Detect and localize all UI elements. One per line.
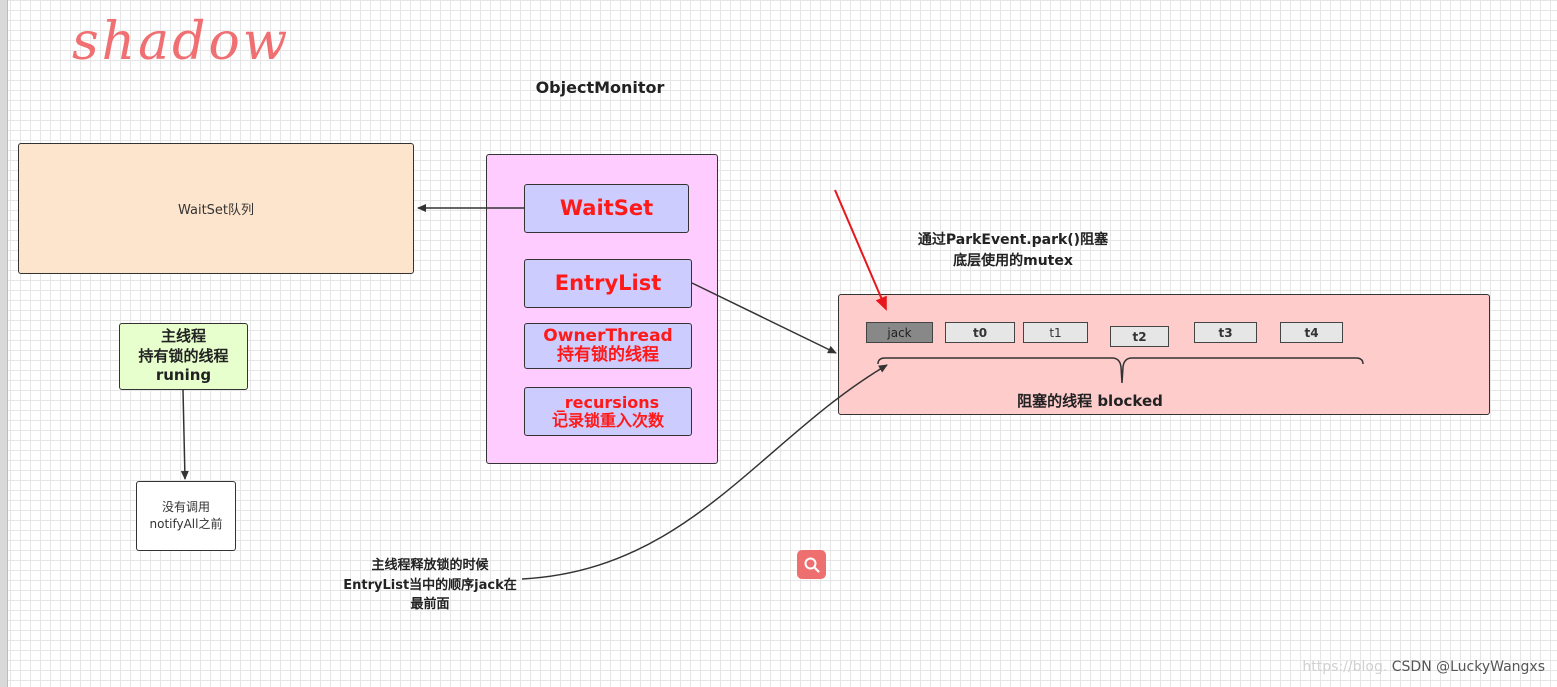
recursions-label: _recursions (556, 392, 660, 412)
thread-cell-t0: t0 (945, 322, 1015, 343)
owner-thread-desc: 持有锁的线程 (557, 345, 659, 365)
entrylist-arrow (691, 282, 837, 354)
release-note-line1: 主线程释放锁的时候 (371, 558, 489, 573)
waitset-queue-box: WaitSet队列 (18, 143, 414, 274)
park-note-line1: 通过ParkEvent.park()阻塞 (917, 232, 1109, 248)
recursions-desc: 记录锁重入次数 (551, 410, 664, 430)
park-pointer-arrow (834, 189, 887, 311)
waitset-label: WaitSet (559, 195, 654, 220)
waitset-queue-label: WaitSet队列 (177, 203, 255, 218)
release-arrow (521, 364, 888, 580)
park-note-line2: 底层使用的mutex (953, 253, 1073, 269)
main-thread-arrow (180, 389, 189, 480)
owner-thread-field: OwnerThread 持有锁的线程 (524, 323, 692, 369)
left-scrollbar[interactable] (0, 0, 8, 687)
notify-line1: 没有调用 (161, 500, 210, 515)
release-note: 主线程释放锁的时候 EntryList当中的顺序jack在 最前面 (330, 556, 530, 615)
park-note: 通过ParkEvent.park()阻塞 底层使用的mutex (888, 230, 1138, 272)
entrylist-field: EntryList (524, 259, 692, 308)
thread-cell-t2: t2 (1110, 326, 1169, 347)
blocked-brace (877, 357, 1364, 384)
main-thread-line3: runing (155, 366, 212, 385)
watermark: https://blog. CSDN @LuckyWangxs (1300, 659, 1545, 675)
watermark-author: CSDN @LuckyWangxs (1391, 659, 1545, 675)
search-button[interactable] (797, 550, 826, 579)
owner-thread-label: OwnerThread (543, 326, 673, 347)
recursions-field: _recursions 记录锁重入次数 (524, 387, 692, 436)
thread-cell-jack: jack (866, 322, 933, 343)
release-note-line2: EntryList当中的顺序jack在 (343, 577, 517, 593)
watermark-url: https://blog. (1302, 659, 1388, 675)
diagram-title: ObjectMonitor (535, 78, 665, 97)
release-note-line3: 最前面 (410, 597, 450, 612)
blocked-label: 阻塞的线程 blocked (1017, 392, 1163, 410)
notify-box: 没有调用 notifyAll之前 (136, 481, 236, 551)
thread-cell-t1: t1 (1023, 322, 1088, 343)
main-thread-box: 主线程 持有锁的线程 runing (119, 323, 248, 390)
thread-cell-t3: t3 (1194, 322, 1257, 343)
shadow-logo: shadow (72, 12, 291, 72)
waitset-field: WaitSet (524, 184, 689, 233)
entrylist-label: EntryList (554, 270, 662, 295)
search-icon (804, 557, 820, 573)
main-thread-line2: 持有锁的线程 (138, 346, 229, 365)
main-thread-line1: 主线程 (160, 327, 206, 346)
notify-line2: notifyAll之前 (149, 517, 223, 531)
thread-cell-t4: t4 (1280, 322, 1343, 343)
blocked-threads-box (838, 294, 1490, 415)
